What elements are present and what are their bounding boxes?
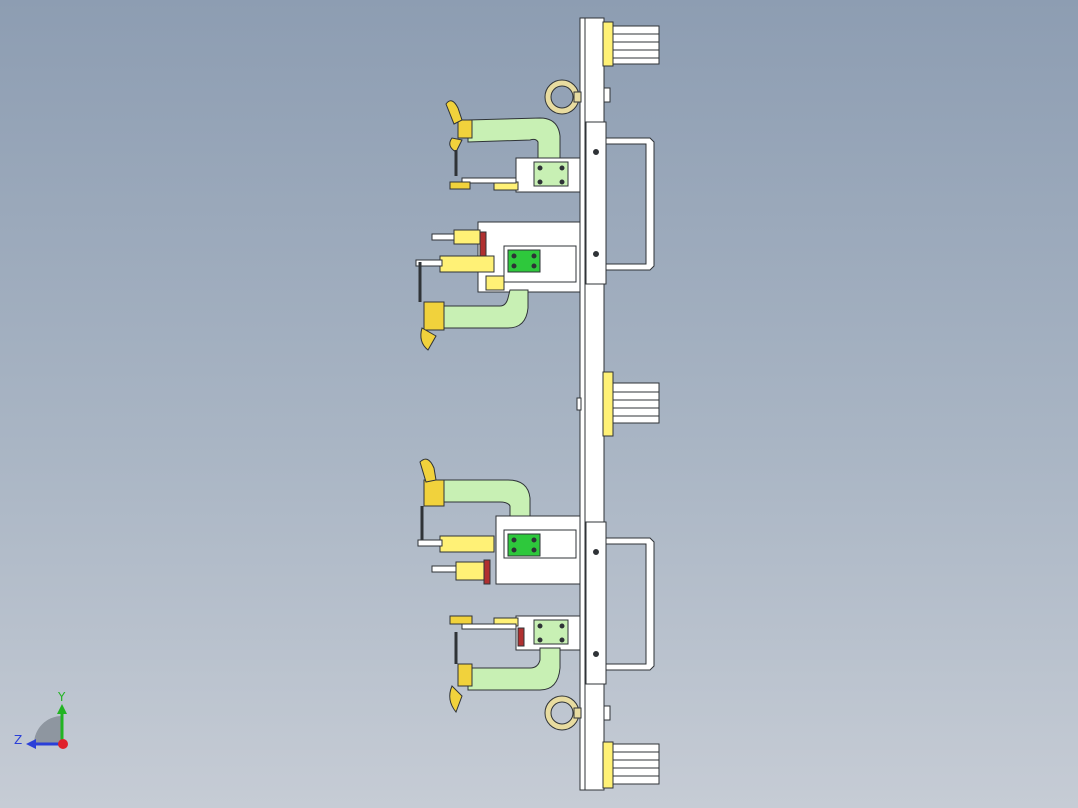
coordinate-triad: Y Z	[14, 690, 68, 749]
triad-x-origin	[58, 739, 68, 749]
handle-lower	[585, 521, 655, 685]
beam-stud-3	[576, 397, 582, 411]
lifting-eye-bottom	[544, 695, 582, 731]
cylinder-middle	[602, 371, 660, 437]
cylinder-top	[602, 21, 660, 67]
triad-y-label: Y	[57, 690, 66, 704]
cylinder-bottom	[602, 741, 660, 789]
beam-stud-1	[603, 87, 611, 103]
clamp-module-2	[415, 221, 581, 351]
handle-upper	[585, 121, 655, 285]
beam-stud-2	[603, 705, 611, 721]
lifting-eye-top	[544, 79, 582, 115]
triad-z-label: Z	[14, 733, 22, 747]
clamp-module-4	[449, 615, 581, 713]
triad-y-arrow	[57, 704, 67, 714]
triad-z-arrow	[26, 739, 36, 749]
clamp-module-1	[445, 100, 581, 193]
triad-arc-shading	[34, 716, 62, 744]
clamp-module-3	[417, 458, 581, 585]
